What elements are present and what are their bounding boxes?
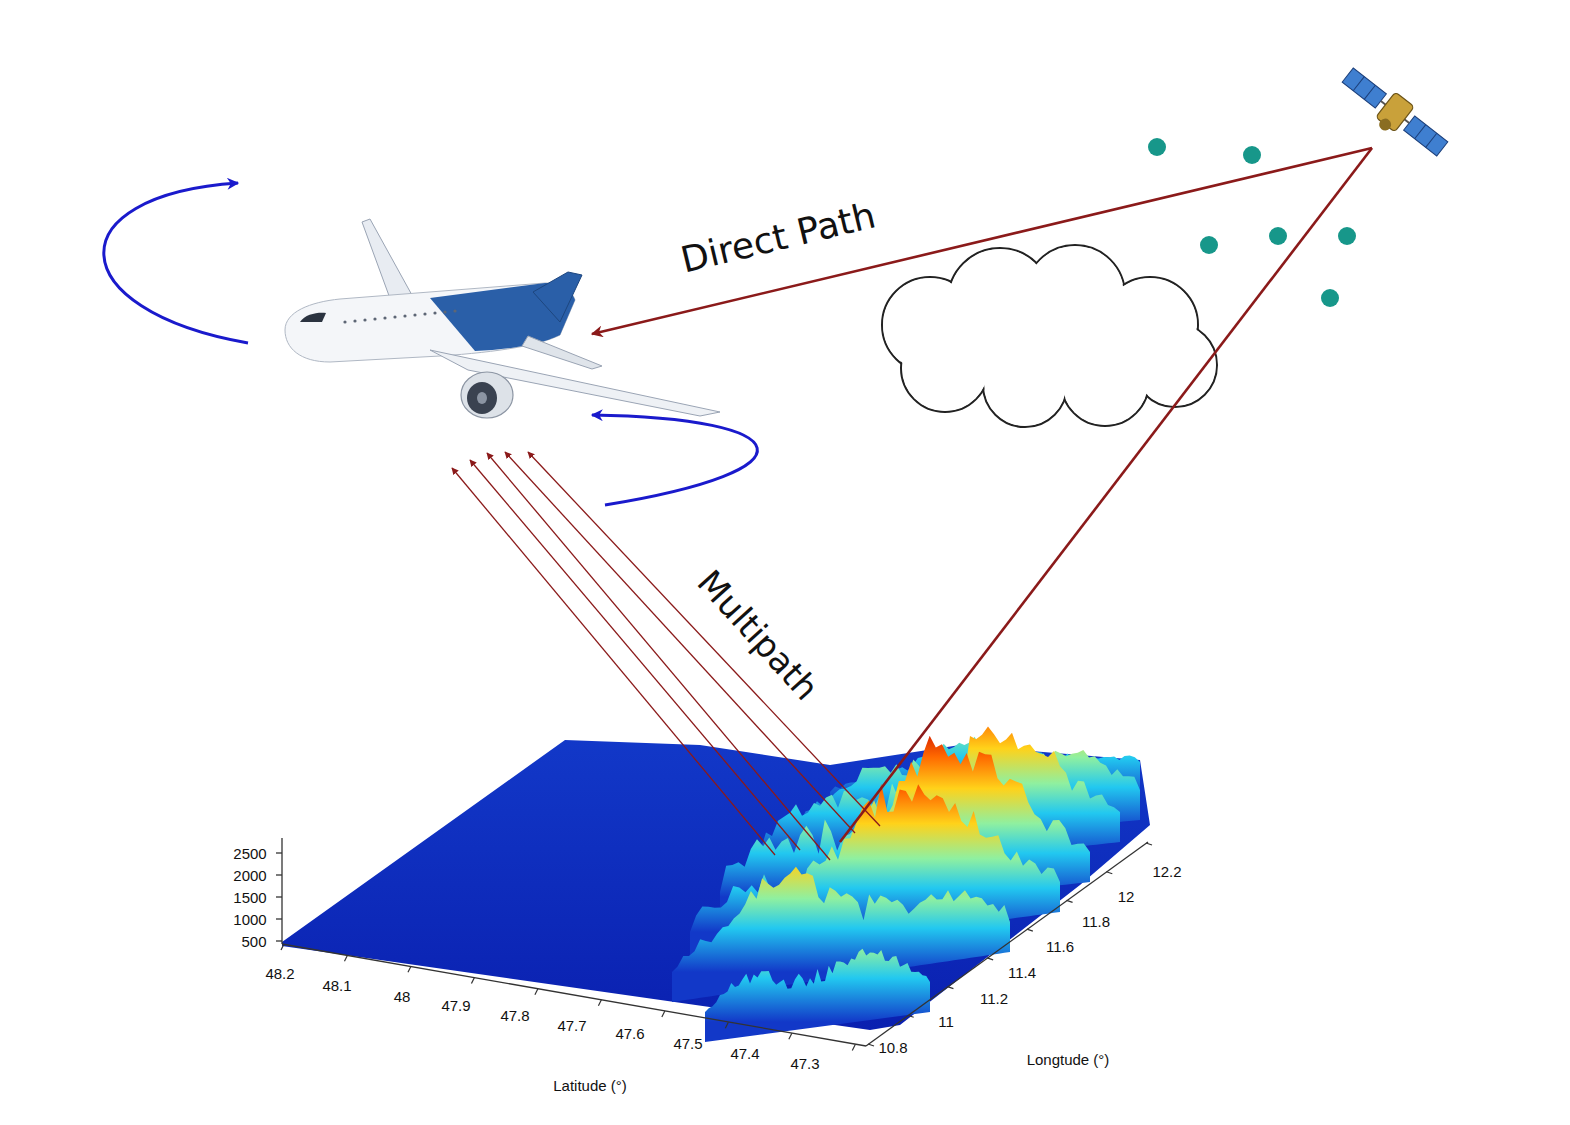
motion-arrows — [104, 183, 758, 505]
axis-ticks — [281, 843, 1152, 1050]
plot-axes — [276, 838, 1148, 1046]
tick-label: 2500 — [233, 846, 266, 861]
path-label: Multipath — [692, 564, 825, 706]
airplane — [285, 219, 720, 418]
tick-label: 47.8 — [500, 1008, 529, 1023]
tick-label: 11 — [938, 1014, 954, 1029]
tick-label: 48 — [394, 989, 411, 1004]
tick-label: 47.9 — [441, 998, 470, 1013]
mountain-ridge — [705, 949, 930, 1042]
tick-label: 2000 — [233, 868, 266, 883]
tick-label: 500 — [241, 934, 266, 949]
tick-label: 11.4 — [1008, 965, 1036, 980]
cloud — [882, 245, 1217, 427]
satellite-dots — [1148, 138, 1356, 307]
axis-title: Latitude (°) — [553, 1078, 627, 1093]
tick-label: 12.2 — [1152, 864, 1181, 879]
tick-label: 48.1 — [322, 978, 351, 993]
tick-label: 11.2 — [980, 991, 1008, 1006]
tick-label: 48.2 — [265, 966, 294, 981]
tick-label: 10.8 — [878, 1040, 907, 1055]
signal-paths — [452, 148, 1372, 860]
tick-label: 12 — [1118, 889, 1135, 904]
tick-label: 47.3 — [790, 1056, 819, 1071]
path-label: Direct Path — [677, 197, 878, 278]
tick-label: 47.7 — [557, 1018, 586, 1033]
tick-label: 47.5 — [673, 1036, 702, 1051]
tick-label: 1000 — [233, 912, 266, 927]
satellite — [1334, 62, 1452, 166]
terrain-surface — [282, 727, 1150, 1042]
tick-label: 1500 — [233, 890, 266, 905]
tick-label: 11.6 — [1046, 939, 1074, 954]
tick-label: 47.6 — [615, 1026, 644, 1041]
axis-title: Longtude (°) — [1027, 1052, 1110, 1067]
tick-label: 11.8 — [1082, 914, 1110, 929]
tick-label: 47.4 — [730, 1046, 759, 1061]
